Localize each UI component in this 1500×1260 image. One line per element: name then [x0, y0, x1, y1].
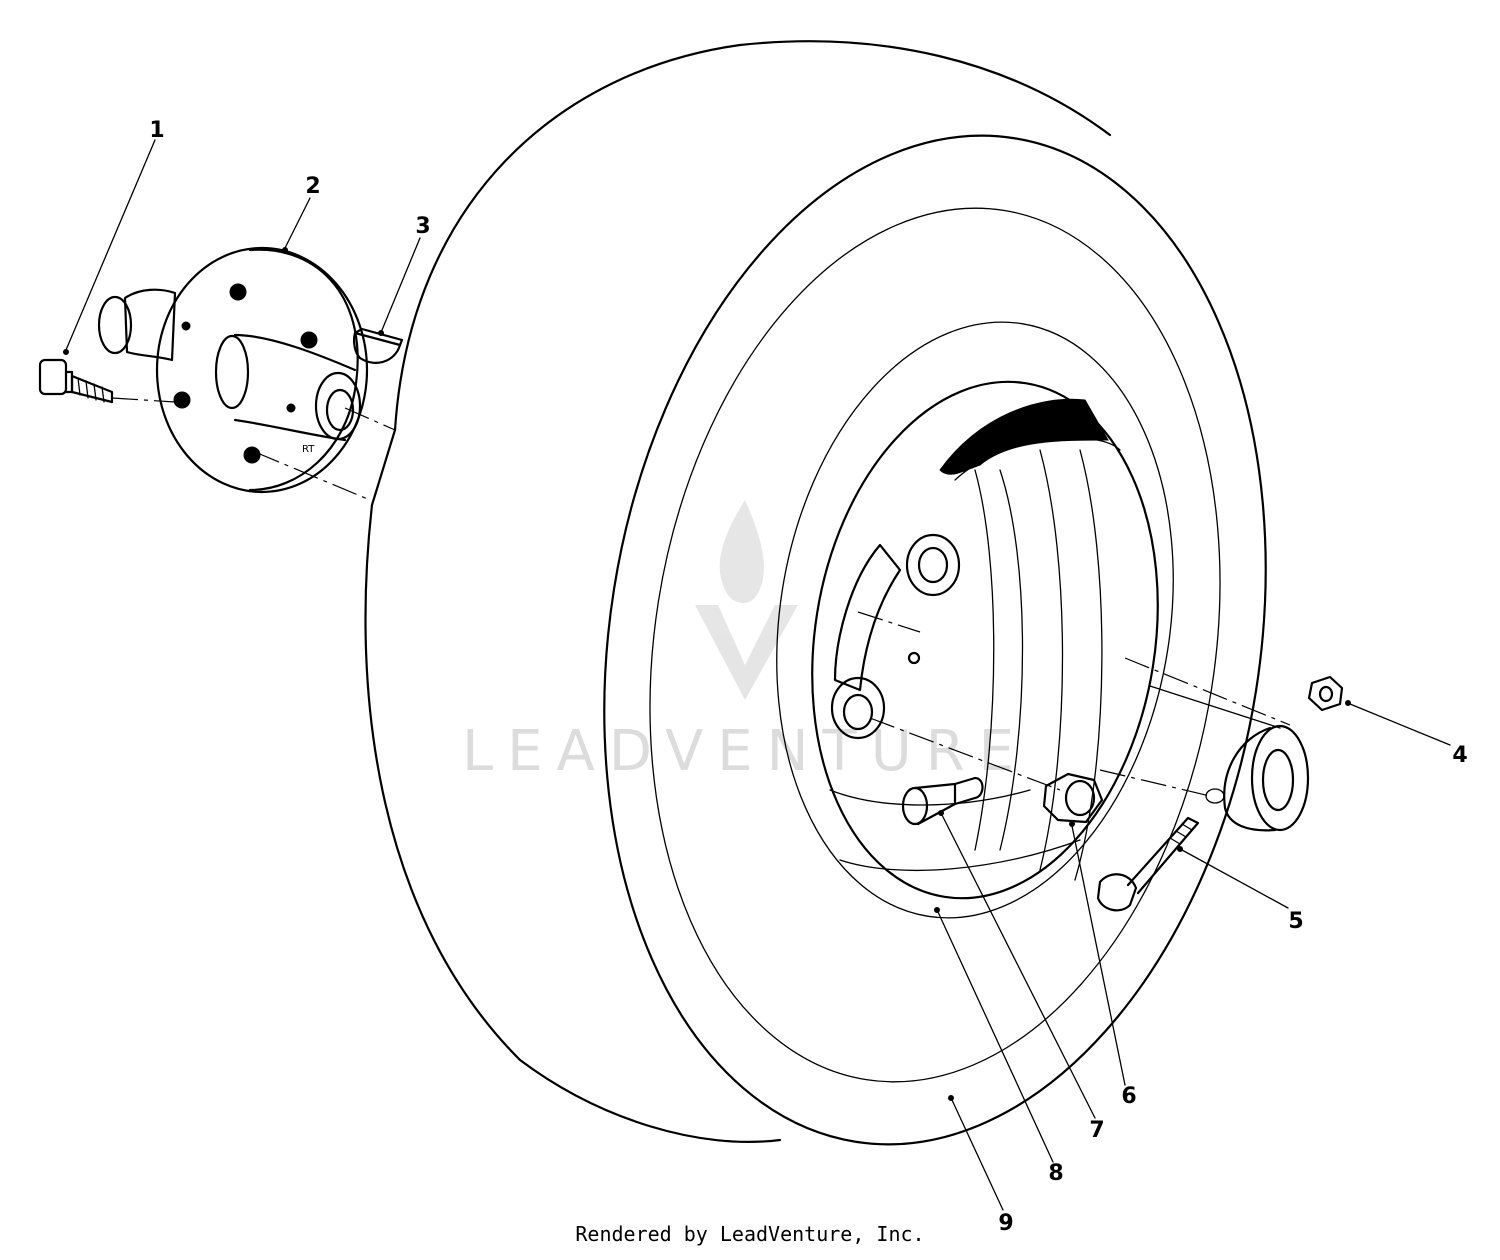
callout-1: 1: [149, 118, 164, 143]
callout-5: 5: [1288, 909, 1303, 934]
rim: [811, 380, 1159, 900]
render-credit: Rendered by LeadVenture, Inc.: [575, 1222, 925, 1246]
tire: [364, 40, 1267, 1146]
leadventure-watermark: LEADVENTURE: [462, 500, 1028, 784]
watermark-text: LEADVENTURE: [462, 719, 1028, 784]
callout-labels: 1 2 3 4 5 6 7 8 9: [149, 118, 1467, 1236]
lock-nut: [1307, 675, 1344, 712]
callout-9: 9: [998, 1211, 1013, 1236]
callout-8: 8: [1048, 1161, 1063, 1186]
spacer-tube: [1149, 685, 1310, 832]
hub-assembly: RT: [97, 246, 369, 494]
callout-3: 3: [415, 214, 430, 239]
callout-2: 2: [305, 174, 320, 199]
valve-stem: [901, 776, 984, 826]
hub-mark-text: RT: [302, 444, 315, 455]
hex-bolt: [1096, 816, 1200, 912]
callout-7: 7: [1089, 1118, 1104, 1143]
leader-lines: [63, 139, 1451, 1211]
lug-nut: [1042, 772, 1104, 824]
wheel-bolt: [38, 358, 114, 404]
assembly-lines: [111, 397, 1291, 797]
callout-4: 4: [1452, 743, 1467, 768]
callout-6: 6: [1121, 1084, 1136, 1109]
woodruff-key: [352, 327, 404, 364]
flame-logo-icon: [695, 500, 798, 700]
